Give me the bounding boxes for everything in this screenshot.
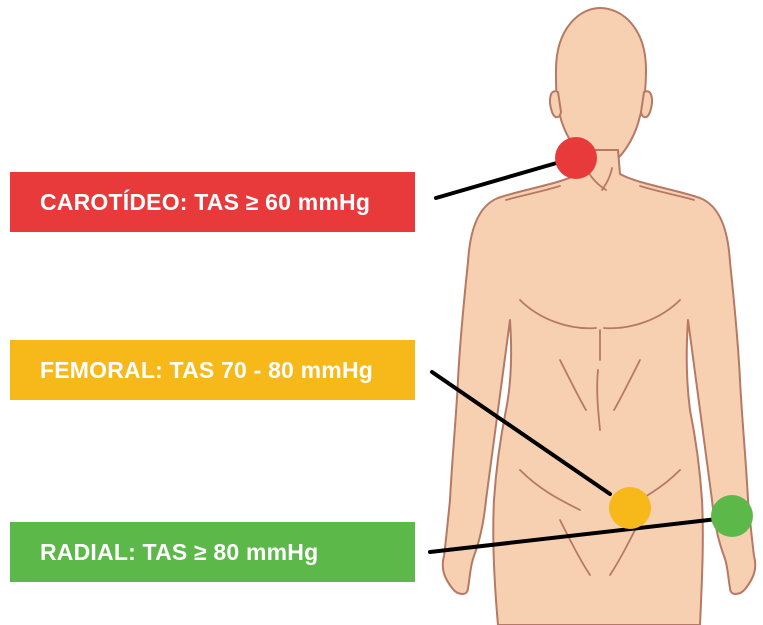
carotid-label: CAROTÍDEO: TAS ≥ 60 mmHg — [10, 172, 415, 232]
left-ear — [550, 91, 561, 117]
radial-label: RADIAL: TAS ≥ 80 mmHg — [10, 522, 415, 582]
femoral-label: FEMORAL: TAS 70 - 80 mmHg — [10, 340, 415, 400]
carotid-pulse-dot — [555, 137, 597, 179]
femoral-pulse-dot — [609, 487, 651, 529]
torso-and-arms — [443, 150, 756, 625]
radial-pulse-dot — [711, 495, 753, 537]
right-ear — [641, 91, 652, 117]
